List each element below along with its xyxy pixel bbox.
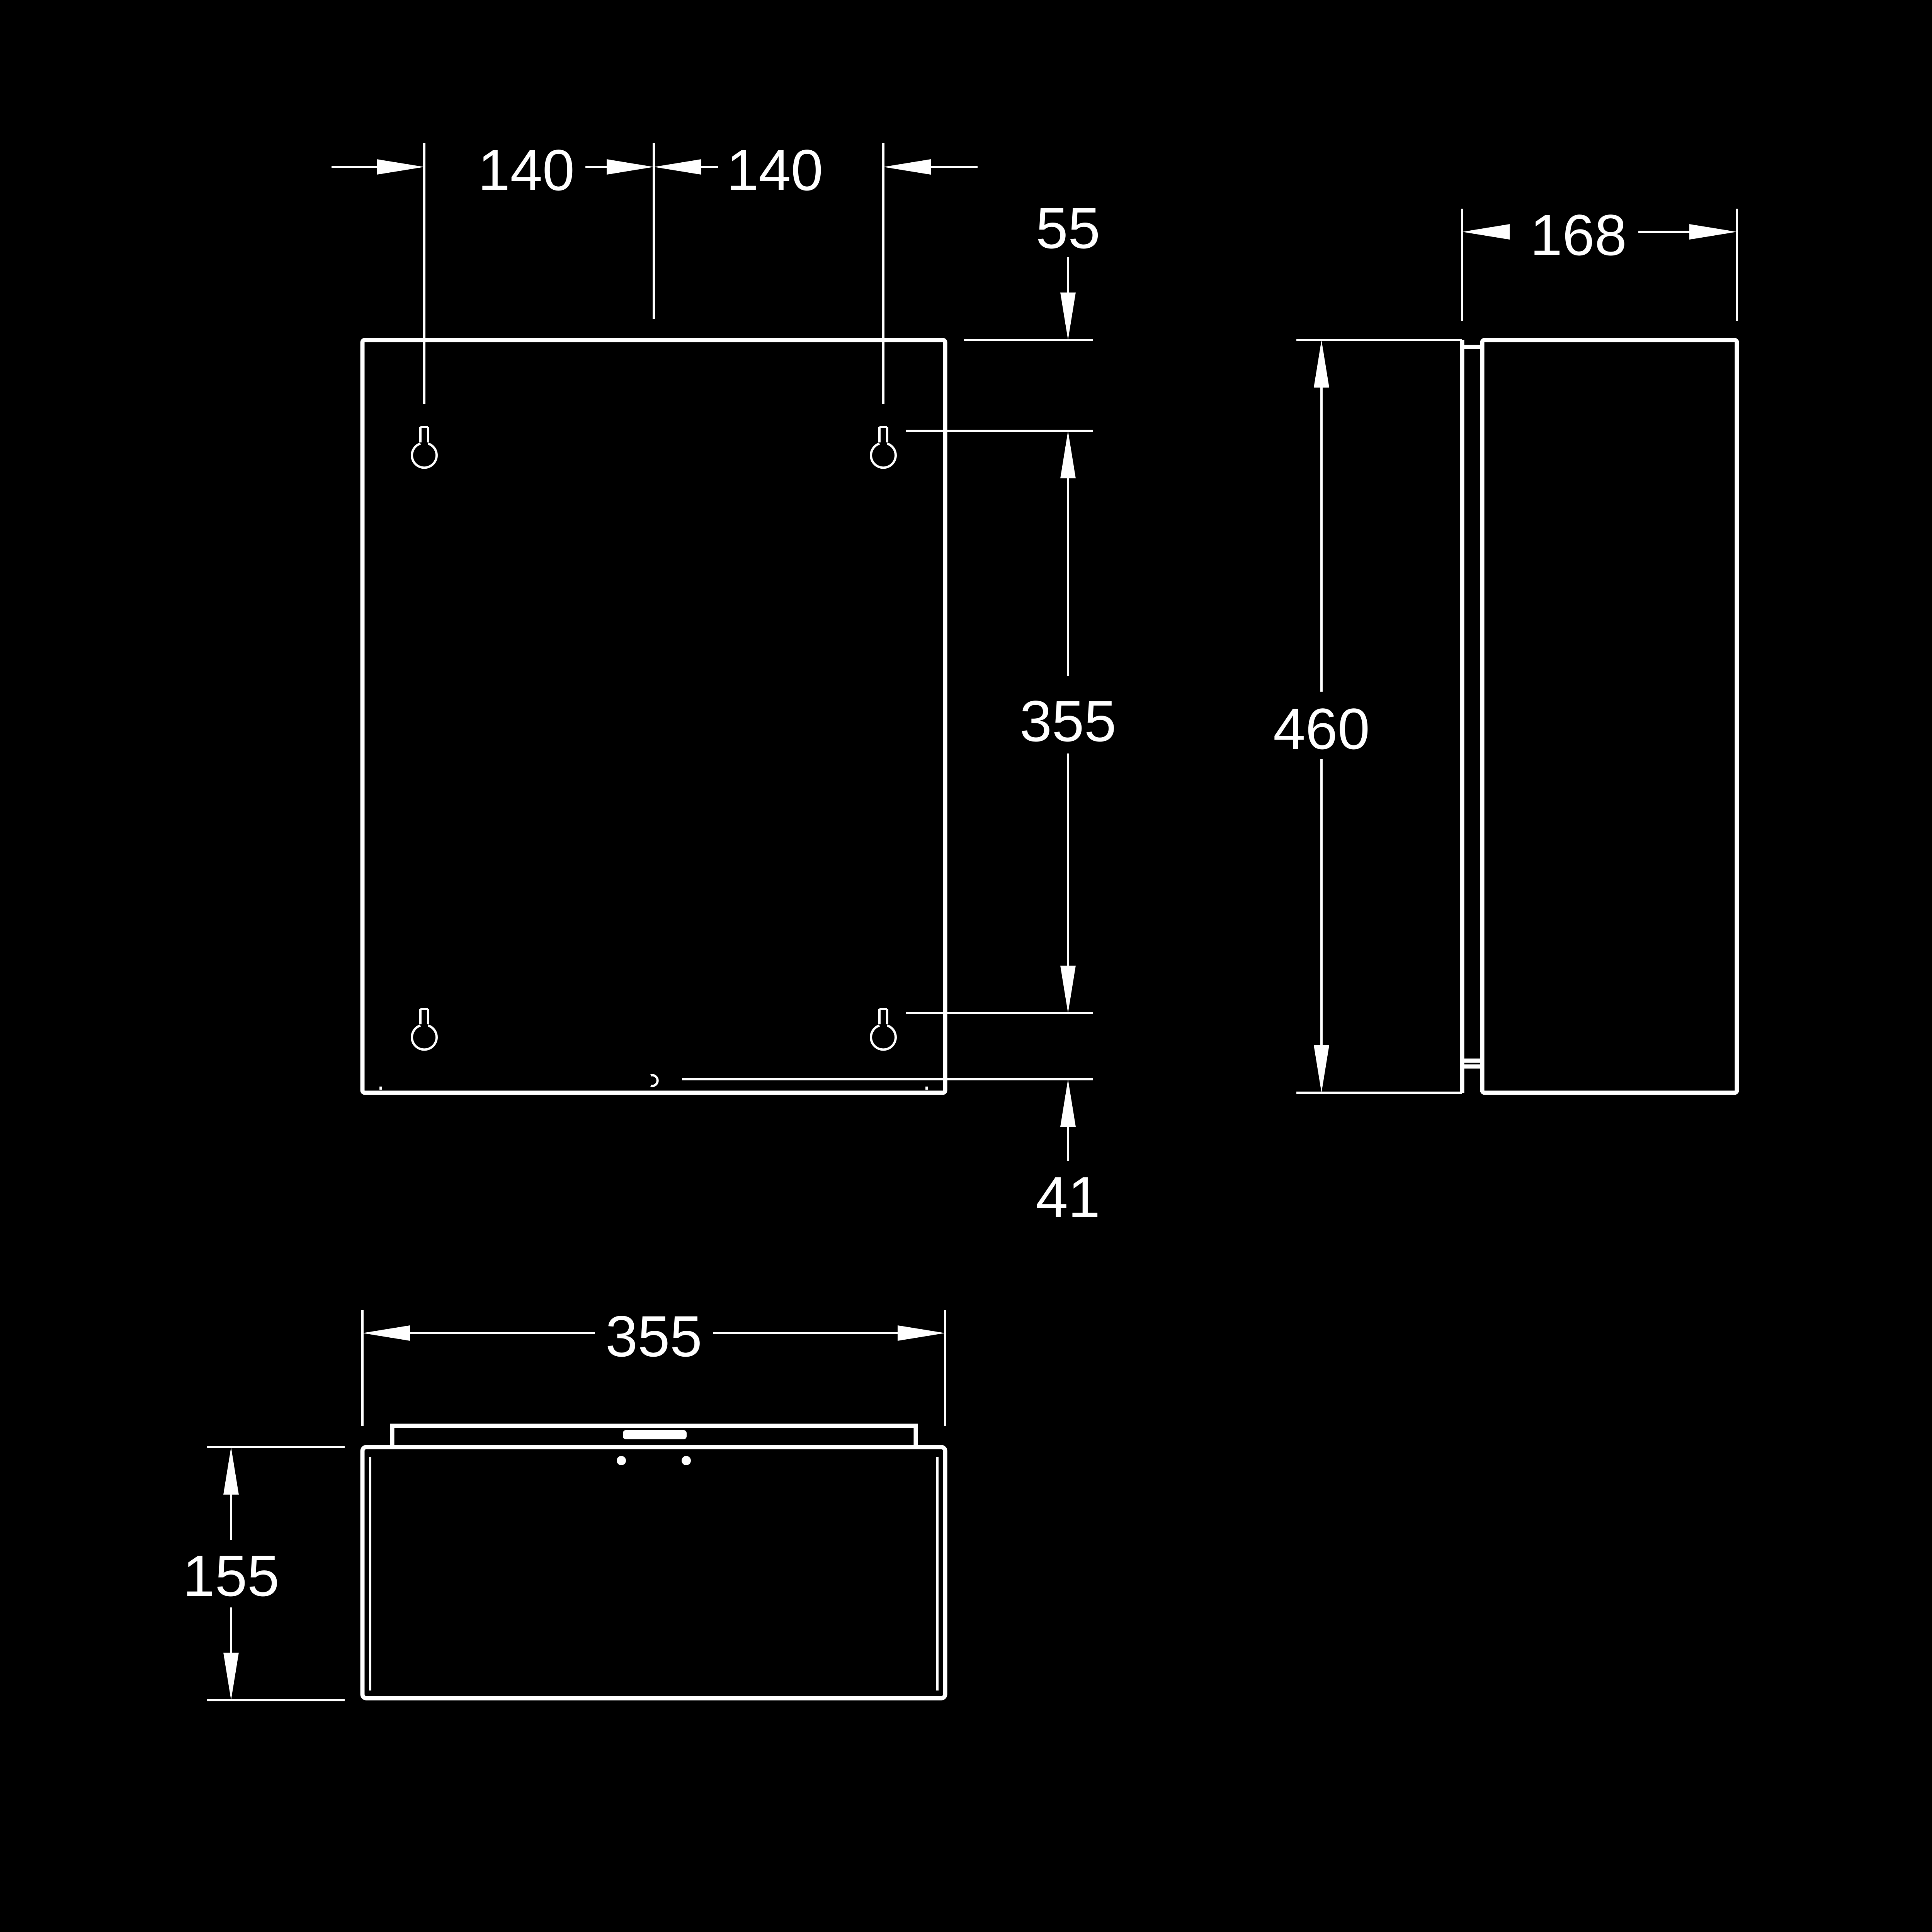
bottom-lid: [390, 1423, 918, 1445]
side-height-dimension: 460: [1273, 339, 1462, 1094]
dim-right-hole-offset: 140: [726, 138, 823, 202]
bottom-hole-icon: [650, 1074, 659, 1087]
keyhole-bottom-right-icon: [870, 1008, 897, 1051]
keyhole-top-right-icon: [870, 426, 897, 469]
dim-left-hole-offset: 140: [478, 138, 575, 202]
side-back-plate: [1460, 340, 1482, 1093]
bottom-latch: [623, 1430, 687, 1439]
bottom-view: 355 155: [183, 1304, 947, 1701]
side-body: [1480, 338, 1739, 1095]
keyhole-bottom-left-icon: [411, 1008, 438, 1051]
bottom-screw-right-icon: [682, 1456, 691, 1465]
side-view: 460 168: [1273, 202, 1739, 1095]
front-width-dimension: 140 140: [332, 138, 978, 404]
dim-hole-spacing: 355: [1020, 689, 1116, 753]
keyhole-top-left-icon: [411, 426, 438, 469]
side-depth-dimension: 168: [1461, 202, 1738, 321]
dim-top-to-holes: 55: [1036, 196, 1100, 260]
front-view: 140 140 55 355 41: [332, 138, 1116, 1230]
front-outline: [360, 338, 947, 1095]
bottom-depth-dimension: 155: [183, 1446, 345, 1701]
bottom-screw-left-icon: [617, 1456, 626, 1465]
dim-bottom-depth: 155: [183, 1543, 279, 1608]
dim-bottom-offset: 41: [1036, 1165, 1100, 1230]
dim-bottom-width: 355: [605, 1304, 702, 1369]
front-vertical-dimensions: 55 355 41: [682, 196, 1116, 1230]
bottom-width-dimension: 355: [361, 1304, 946, 1426]
bottom-body: [360, 1445, 947, 1701]
dim-side-height: 460: [1273, 696, 1370, 761]
dim-side-depth: 168: [1530, 202, 1627, 267]
